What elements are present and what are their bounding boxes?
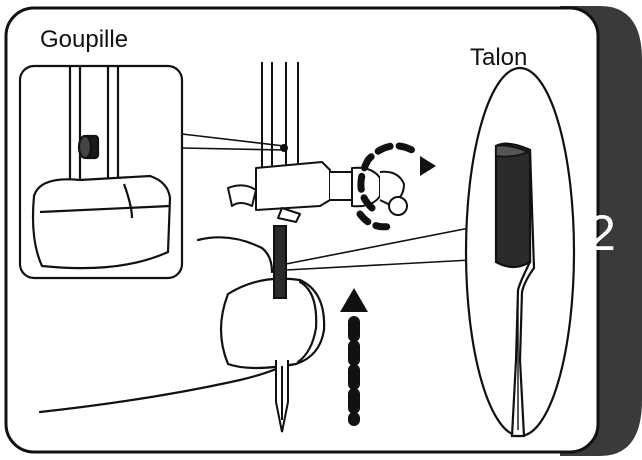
dashed-circular-arrow-icon xyxy=(356,142,416,231)
heel-label: Talon xyxy=(470,44,528,71)
pin-inset xyxy=(18,64,184,280)
pin-label: Goupille xyxy=(40,26,129,53)
heel-inset xyxy=(464,66,576,438)
needle-bar xyxy=(261,62,299,178)
needle-clamp xyxy=(227,161,408,223)
rotate-arrowhead xyxy=(420,156,436,176)
hand xyxy=(38,236,326,414)
dashed-up-arrow-icon xyxy=(340,288,368,426)
needle xyxy=(273,225,289,433)
step-number: 2 xyxy=(588,205,616,261)
